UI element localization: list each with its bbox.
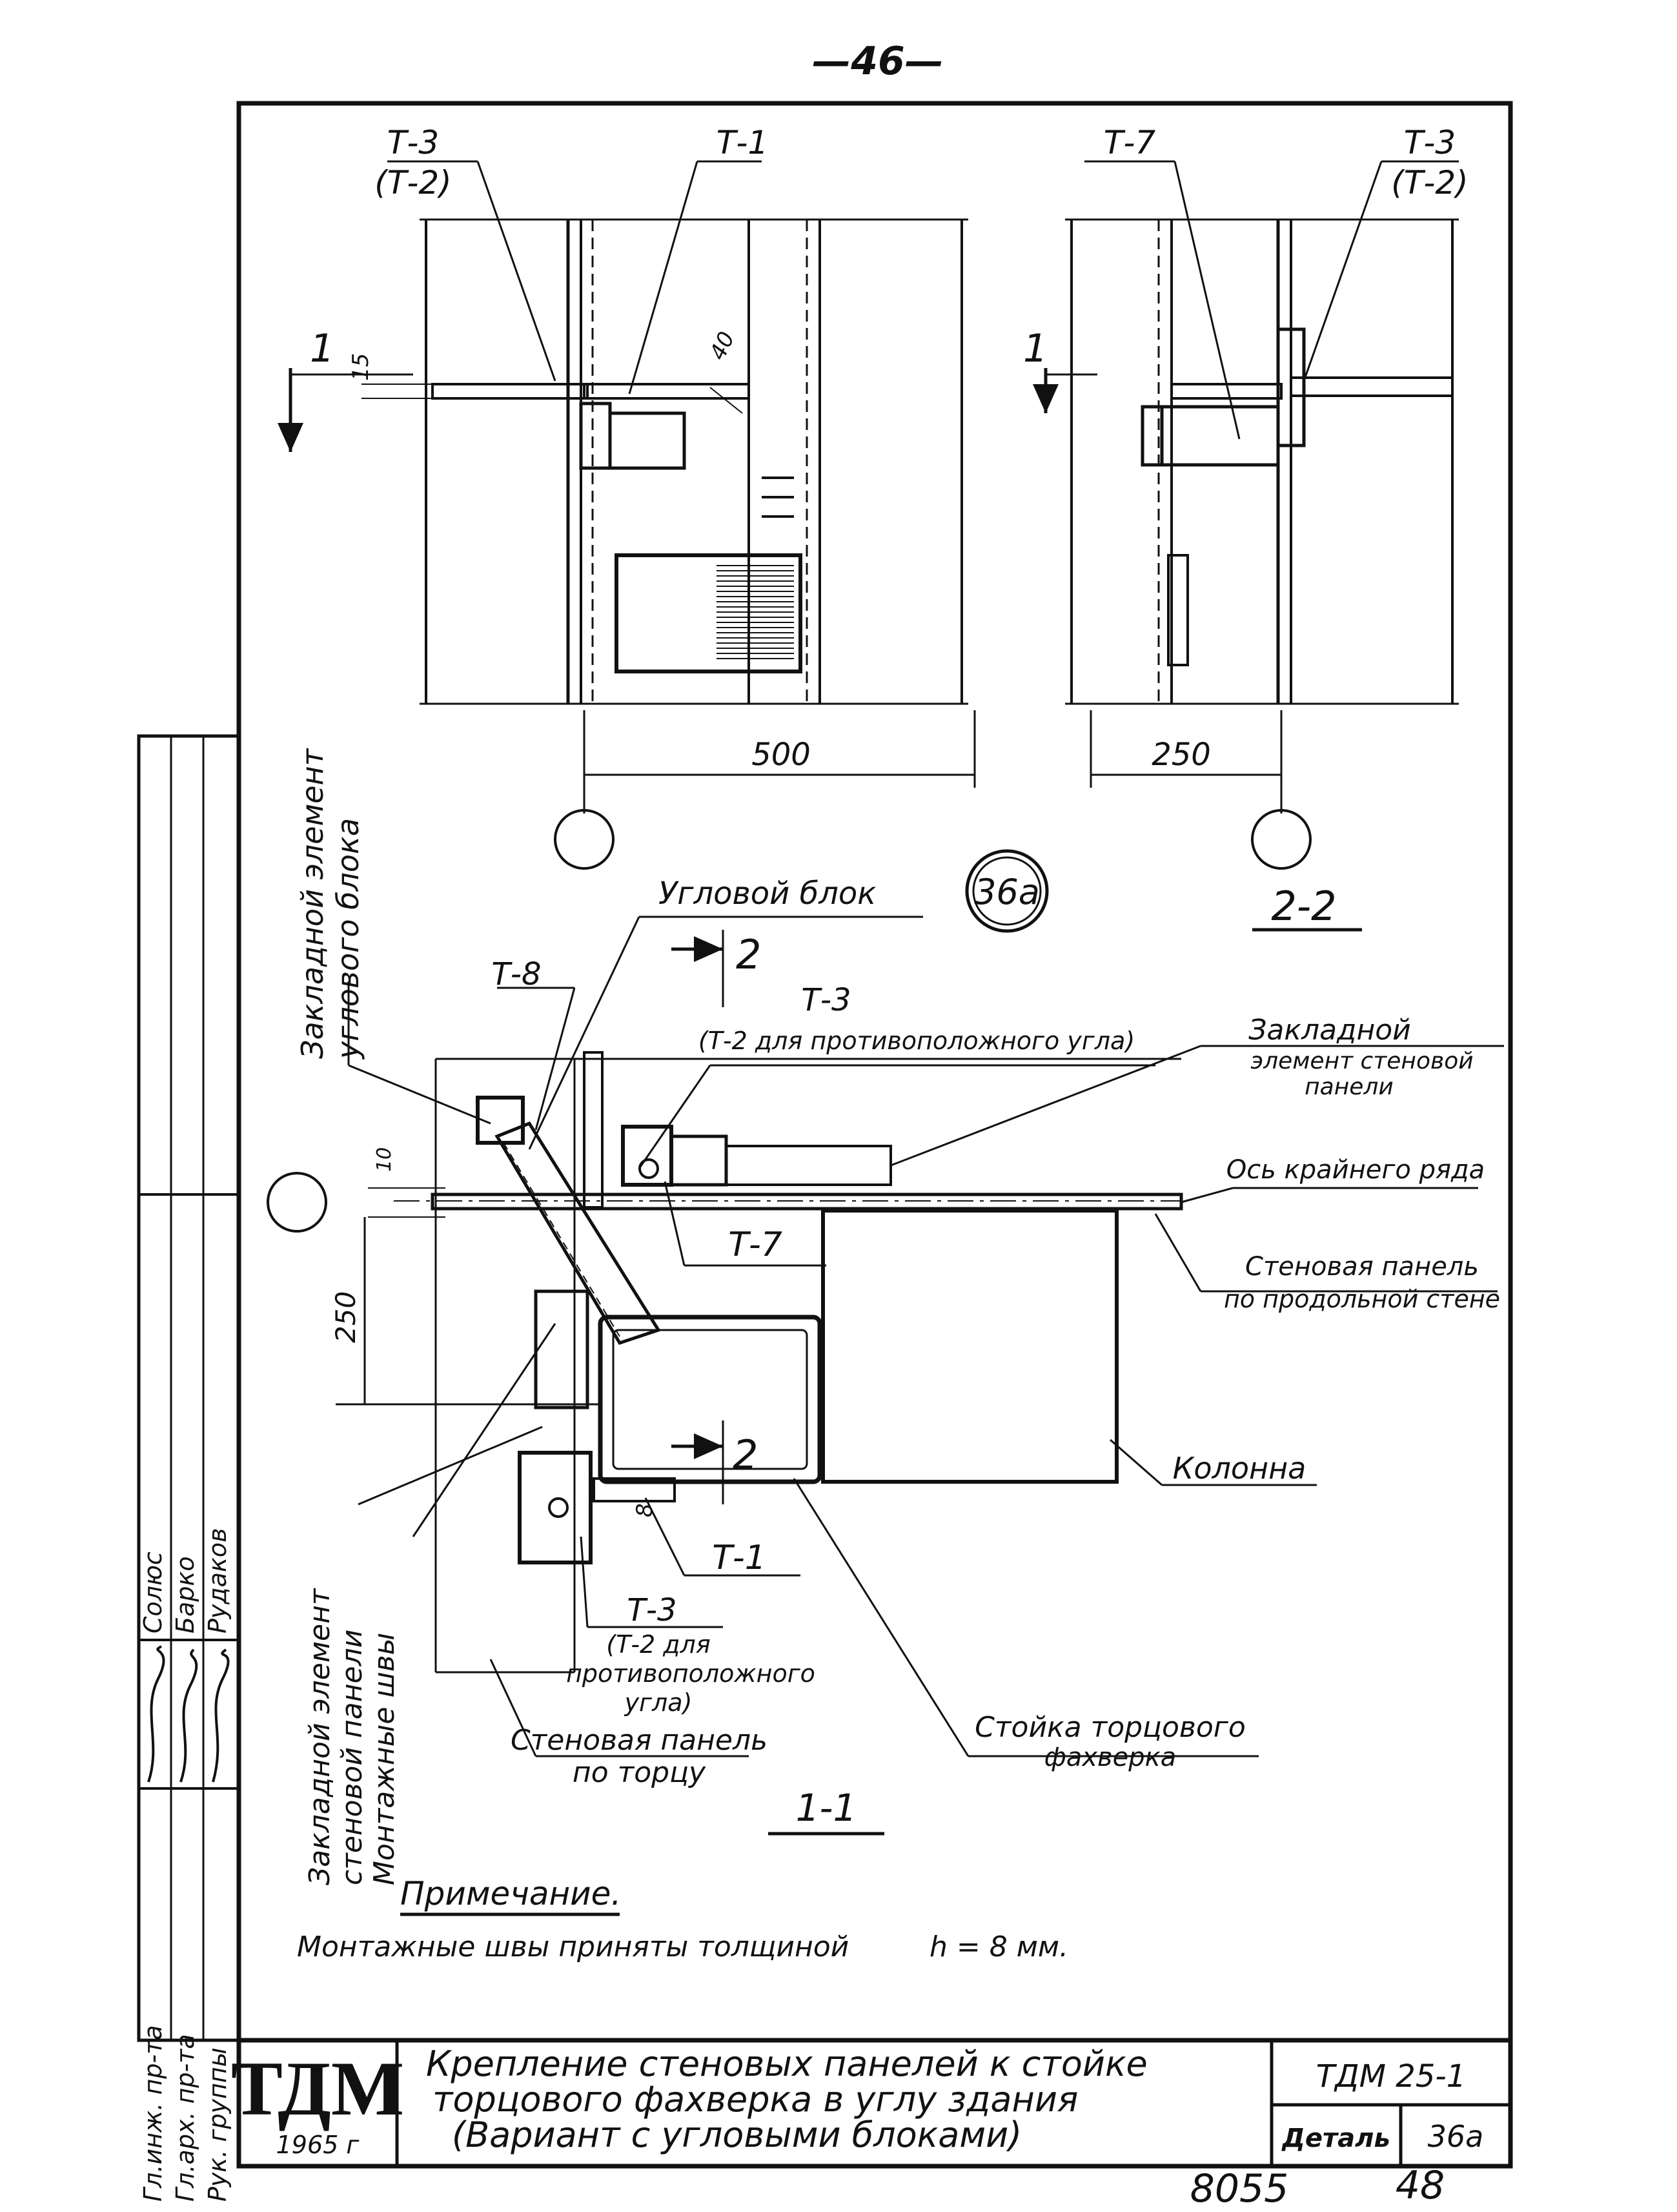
label-t2-top-right: (Т-2) [1391,164,1468,201]
label-dim-40: 40 [705,328,740,364]
label-section-2-top: 2 [736,931,761,978]
label-t2-opp-line3: угла) [624,1688,693,1717]
note-thickness: h = 8 мм. [930,1930,1068,1963]
detail-marker [965,849,1049,933]
label-dim-10: 10 [373,1147,396,1172]
label-t2-opp-line1: (Т-2 для [606,1630,710,1659]
label-embedded-wall-line3: панели [1305,1074,1394,1100]
label-dim-8: 8 [632,1503,658,1517]
document-code: ТДМ 25-1 [1316,2058,1466,2094]
title-line2: торцового фахверка в углу здания [432,2079,1078,2120]
label-longitudinal-panel-line1: Стеновая панель [1245,1252,1479,1282]
note-text: Монтажные швы приняты толщиной [297,1930,849,1963]
label-dim-15: 15 [348,353,374,381]
label-t3-top-left: Т-3 [387,124,439,161]
logo: ТДМ [231,2045,404,2131]
label-t3-top-right: Т-3 [1404,124,1456,161]
label-t2-top-left: (Т-2) [374,164,451,201]
plan-section [267,916,1504,1757]
label-dim-250-left: 250 [330,1291,361,1343]
label-axis-outer-row: Ось крайнего ряда [1226,1155,1485,1185]
stamp-name-2: Барко [171,1556,199,1633]
page-number: —46— [812,39,944,84]
label-t1-plan: Т-1 [712,1539,766,1577]
label-t3-plan-bottom: Т-3 [627,1592,676,1628]
title-line3: (Вариант с угловыми блоками) [452,2115,1022,2155]
elevation-right [1033,160,1459,870]
label-embedded-corner-line1: Закладной элемент [295,748,330,1059]
signatures [147,1645,230,1783]
label-t2-opposite: (Т-2 для противоположного угла) [698,1027,1135,1055]
footer-number-left: 8055 [1190,2166,1289,2211]
label-dim-500: 500 [751,737,811,773]
label-end-post-line1: Стойка торцового [975,1711,1246,1744]
label-section-1-left: 1 [310,326,334,371]
title-line1: Крепление стеновых панелей к стойке [426,2043,1148,2084]
label-t2-opp-line2: противоположного [566,1659,815,1688]
label-welds-vertical: Монтажные швы [368,1633,401,1885]
view-2-2-title: 2-2 [1271,883,1336,930]
title-block [236,2038,1513,2169]
footer-number-right: 48 [1396,2163,1445,2208]
label-t7-plan: Т-7 [728,1225,782,1264]
detail-label: Деталь [1281,2124,1390,2153]
stamp-role-3: Рук. группы [203,2047,232,2202]
detail-value: 36а [1428,2119,1484,2154]
note-title: Примечание. [400,1875,621,1912]
label-corner-block: Угловой блок [658,876,876,912]
year: 1965 г [276,2131,360,2159]
label-end-post-line2: фахверка [1044,1743,1177,1772]
marker-label: 36а [974,872,1040,912]
elevation-left [278,160,976,870]
label-embedded-wall-line2: элемент стеновой [1250,1048,1473,1074]
label-longitudinal-panel-line2: по продольной стене [1224,1285,1500,1313]
label-t1-top: Т-1 [717,124,768,161]
label-embedded-end-line1: Закладной элемент [303,1588,336,1885]
stamp-name-3: Рудаков [203,1528,232,1633]
label-embedded-end-line2: стеновой панели [336,1630,369,1885]
label-embedded-wall-line1: Закладной [1248,1014,1411,1047]
label-section-2-bottom: 2 [733,1431,758,1479]
label-t8: Т-8 [491,956,541,992]
label-end-panel-line1: Стеновая панель [511,1724,767,1757]
label-section-1-right: 1 [1023,326,1048,371]
stamp-role-1: Гл.инж. пр-та [139,2025,167,2202]
label-column: Колонна [1173,1451,1306,1486]
label-t3-plan-top: Т-3 [801,982,851,1018]
label-end-panel-line2: по торцу [573,1756,706,1789]
label-dim-250-top: 250 [1152,737,1211,773]
label-embedded-corner-line2: углового блока [330,818,365,1060]
stamp-role-2: Гл.арх. пр-та [171,2034,199,2202]
stamp-name-1: Солюс [139,1551,167,1633]
label-t7-top: Т-7 [1104,124,1156,161]
view-1-1-title: 1-1 [796,1786,857,1830]
